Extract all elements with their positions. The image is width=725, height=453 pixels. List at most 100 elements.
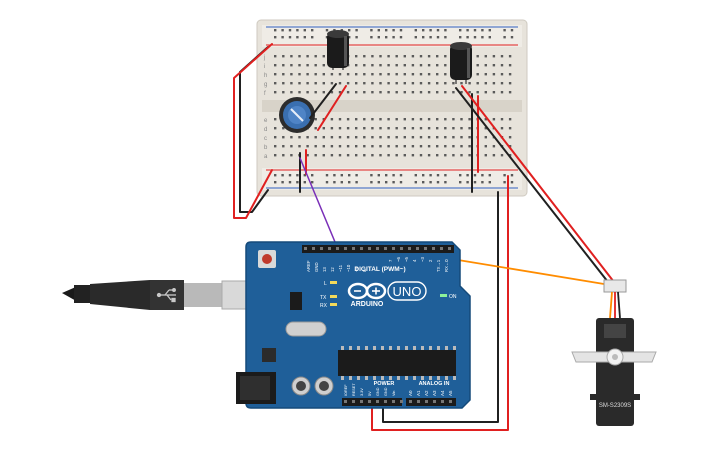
- wire-servo-black: [455, 87, 609, 283]
- hole: [444, 91, 447, 94]
- hole: [508, 136, 512, 139]
- hole: [371, 136, 374, 139]
- uno-badge: [387, 281, 427, 301]
- hole: [444, 64, 447, 67]
- hole: [322, 82, 325, 85]
- hole: [330, 91, 334, 94]
- hole: [298, 55, 301, 58]
- hole: [510, 181, 514, 184]
- capacitor-left[interactable]: [327, 30, 349, 70]
- hole: [330, 154, 334, 157]
- hole: [459, 36, 462, 39]
- hole: [355, 29, 358, 32]
- atmega-chip-pins: [341, 346, 456, 380]
- hole: [395, 127, 398, 130]
- hole: [338, 73, 342, 76]
- hole: [452, 82, 455, 85]
- potentiometer[interactable]: [279, 97, 315, 133]
- power-pin-labels: IOREF RESET 3.3V 5V GND GND Vin: [344, 383, 396, 396]
- capacitor-right[interactable]: [450, 42, 472, 84]
- hole: [427, 145, 431, 148]
- hole: [411, 64, 415, 67]
- hole: [281, 36, 284, 39]
- pin-label: 7: [388, 259, 393, 262]
- hole: [466, 36, 469, 39]
- pin-label: ~9: [354, 266, 359, 272]
- digital-header-pins: [304, 247, 451, 250]
- hole: [436, 145, 439, 148]
- hole: [274, 36, 277, 39]
- hole: [500, 154, 504, 157]
- hole: [281, 174, 284, 177]
- hole: [429, 174, 432, 177]
- row-letter: e: [264, 118, 268, 124]
- hole: [322, 91, 325, 94]
- hole: [444, 118, 447, 121]
- hole: [481, 181, 484, 184]
- hole: [503, 181, 506, 184]
- led-on-label: ON: [449, 294, 457, 300]
- servo-motor[interactable]: SM-S2309S: [571, 279, 657, 426]
- pin-label: TX→1: [436, 259, 441, 272]
- hole: [441, 400, 444, 403]
- hole: [303, 36, 306, 39]
- hole: [460, 145, 463, 148]
- pin-label: ~3: [420, 256, 425, 262]
- analog-label: ANALOG IN: [419, 381, 450, 387]
- hole: [338, 136, 342, 139]
- hole: [363, 145, 366, 148]
- hole: [500, 118, 504, 121]
- hole: [298, 91, 301, 94]
- hole: [322, 73, 325, 76]
- hole: [481, 174, 484, 177]
- pin-label: IOREF: [344, 384, 348, 396]
- hole: [306, 82, 309, 85]
- hole: [355, 174, 358, 177]
- hole: [444, 36, 447, 39]
- hole: [348, 181, 351, 184]
- hole: [363, 136, 366, 139]
- hole: [436, 36, 440, 39]
- hole: [436, 82, 439, 85]
- hole: [387, 145, 390, 148]
- hole: [419, 118, 423, 121]
- hole: [333, 174, 336, 177]
- hole: [392, 36, 395, 39]
- hole: [403, 82, 406, 85]
- usb-cable[interactable]: [62, 280, 263, 310]
- hole: [381, 346, 384, 350]
- pin-label: 4: [412, 259, 417, 262]
- hole: [436, 64, 439, 67]
- power-header[interactable]: [342, 398, 402, 406]
- hole: [492, 73, 496, 76]
- pin-label: GND: [314, 262, 319, 272]
- hole: [492, 55, 496, 58]
- hole: [290, 82, 293, 85]
- hole: [274, 145, 277, 148]
- hole: [419, 64, 423, 67]
- hole: [377, 174, 380, 177]
- analog-header[interactable]: [406, 398, 456, 406]
- hole: [444, 174, 447, 177]
- hole: [387, 73, 390, 76]
- hole: [387, 64, 390, 67]
- hole: [311, 29, 314, 32]
- hole: [357, 376, 360, 380]
- digital-label: DIGITAL (PWM~): [354, 266, 405, 273]
- hole: [274, 154, 277, 157]
- hole: [395, 55, 398, 58]
- hole: [341, 346, 344, 350]
- hole: [422, 174, 425, 177]
- servo-model-label: SM-S2309S: [599, 403, 631, 409]
- hole: [346, 136, 350, 139]
- hole: [395, 91, 398, 94]
- pin-label: ~11: [338, 264, 343, 272]
- hole: [281, 181, 284, 184]
- hole: [384, 400, 387, 403]
- hole: [282, 73, 285, 76]
- hole: [395, 145, 398, 148]
- arduino-uno-board[interactable]: DIGITAL (PWM~) AREF GND 13 12 ~11 ~10 ~9…: [236, 241, 471, 409]
- hole: [416, 247, 419, 250]
- hole: [373, 346, 376, 350]
- hole: [365, 346, 368, 350]
